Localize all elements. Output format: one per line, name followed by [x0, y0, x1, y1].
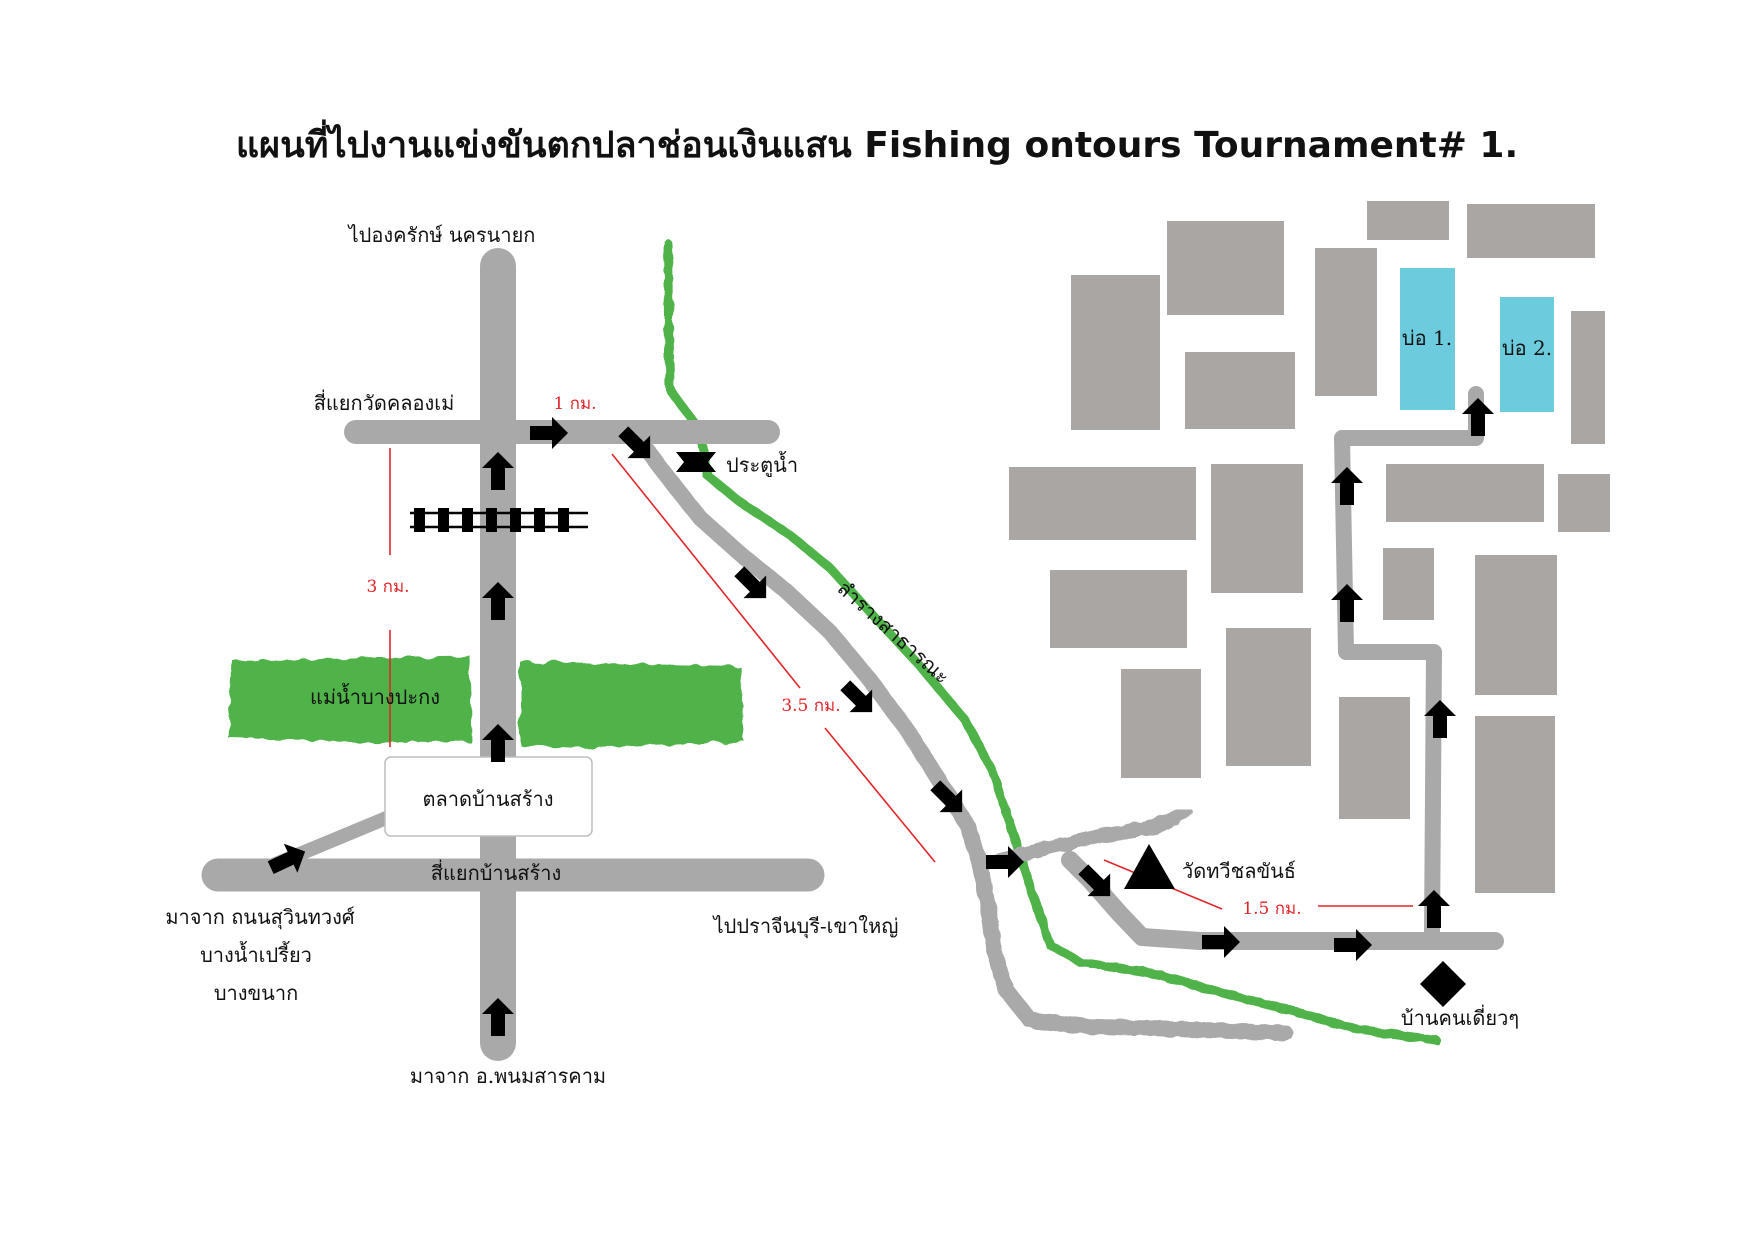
building [1475, 716, 1555, 893]
arrow-icon [1331, 584, 1363, 622]
arrow-icon [734, 566, 767, 599]
arrow-icon [530, 417, 568, 449]
map-title: แผนที่ไปงานแข่งขันตกปลาช่อนเงินแสน Fishi… [236, 119, 1518, 166]
arrow-icon [840, 680, 873, 713]
label-water-gate: ประตูน้ำ [726, 451, 798, 478]
arrow-icon [1331, 467, 1363, 505]
market-box: ตลาดบ้านสร้าง [384, 756, 593, 837]
building [1226, 628, 1311, 766]
label-to-ongkharak: ไปองครักษ์ นครนายก [347, 223, 536, 247]
distance-3km: 3 กม. [366, 577, 409, 597]
river-west-section [228, 656, 472, 744]
label-junction-ban-sang: สี่แยกบ้านสร้าง [431, 859, 561, 885]
arrow-icon [1078, 864, 1111, 897]
distance-1km: 1 กม. [553, 394, 596, 414]
arrow-icon [618, 426, 651, 459]
railway-track-icon [410, 508, 588, 532]
building [1467, 204, 1595, 258]
building [1558, 474, 1610, 532]
pond-2-label: บ่อ 2. [1502, 336, 1552, 360]
arrow-icon [482, 998, 514, 1036]
building [1571, 311, 1605, 444]
building [1185, 352, 1295, 429]
arrow-icon [986, 846, 1024, 878]
distance-lines [389, 448, 1413, 910]
arrow-icon [1202, 926, 1240, 958]
arrow-icon [267, 843, 306, 874]
building [1367, 201, 1449, 240]
arrow-icon [1462, 398, 1494, 436]
arrow-icon [930, 780, 963, 813]
building [1386, 464, 1544, 522]
pond-1 [1400, 268, 1455, 410]
label-junction-wat-khlong-me: สี่แยกวัดคลองเม่ [314, 389, 455, 415]
distance-1-5km: 1.5 กม. [1242, 899, 1301, 919]
label-canal: ลำรางสาธารณะ [833, 576, 955, 689]
arrow-icon [1334, 929, 1372, 961]
river-bang-pakong [228, 656, 745, 748]
arrow-icon [482, 582, 514, 620]
arrow-icon [482, 452, 514, 490]
building-blocks [1009, 201, 1610, 893]
building [1167, 221, 1284, 315]
ponds: บ่อ 1. บ่อ 2. [1400, 268, 1554, 412]
arrow-icon [482, 724, 514, 762]
building [1339, 697, 1410, 819]
building [1383, 548, 1434, 620]
bowtie-icon [676, 452, 716, 472]
market-label: ตลาดบ้านสร้าง [422, 787, 553, 811]
pond-2 [1500, 297, 1554, 412]
arrow-icon [1424, 700, 1456, 738]
label-from-phanom-sarakham: มาจาก อ.พนมสารคาม [410, 1064, 606, 1088]
building [1211, 464, 1303, 593]
roads [201, 248, 1504, 1061]
arrow-icon [1418, 890, 1450, 928]
building [1071, 275, 1160, 430]
label-house: บ้านคนเดี่ยวๆ [1401, 1004, 1519, 1030]
diamond-icon [1420, 961, 1466, 1007]
triangle-icon [1124, 844, 1175, 889]
distance-3-5km: 3.5 กม. [781, 696, 840, 716]
public-canal [663, 239, 1441, 1045]
direction-arrows [267, 398, 1494, 1036]
label-temple: วัดทวีชลขันธ์ [1182, 859, 1296, 883]
building [1121, 669, 1201, 778]
pond-1-label: บ่อ 1. [1402, 326, 1452, 350]
building [1050, 570, 1187, 648]
building [1009, 467, 1196, 540]
label-river: แม่น้ำบางปะกง [310, 683, 440, 709]
label-bang-khanak: บางขนาก [214, 981, 298, 1005]
building [1315, 248, 1377, 396]
market-box-frame [384, 756, 593, 837]
label-from-suwinthawong: มาจาก ถนนสุวินทวงศ์ [165, 905, 355, 930]
river-east-section [520, 662, 745, 748]
label-to-prachinburi: ไปปราจีนบุรี-เขาใหญ่ [712, 914, 899, 939]
label-bang-nam-priao: บางน้ำเปรี้ยว [200, 941, 312, 967]
road-branch-north [993, 805, 1192, 867]
building [1475, 555, 1557, 695]
